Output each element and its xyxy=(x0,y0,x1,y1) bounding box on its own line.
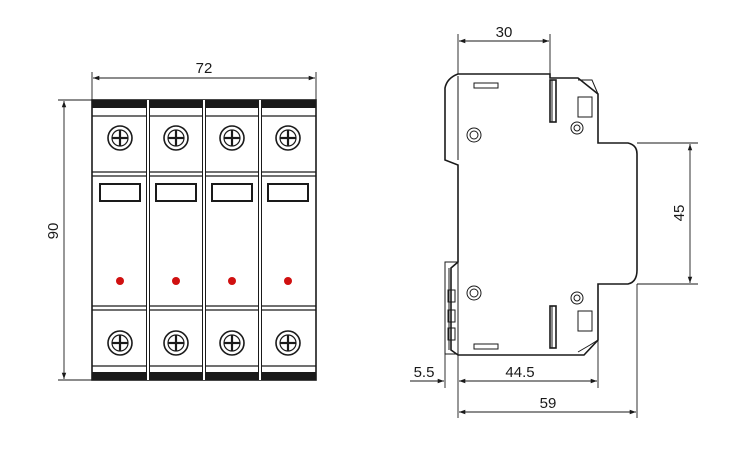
top-terminal-plate xyxy=(549,79,557,123)
pole-4-top-screw-icon xyxy=(275,125,301,151)
top-slot xyxy=(473,82,499,89)
pole-3-indicator xyxy=(228,277,236,285)
dimension-top-depth: 30 xyxy=(457,24,551,74)
pole-4-indicator xyxy=(284,277,292,285)
dimension-rail-height-label: 45 xyxy=(671,205,688,222)
bottom-terminal-window xyxy=(577,310,593,332)
dimension-width-label: 72 xyxy=(196,60,213,77)
pole-1-top-screw-icon xyxy=(107,125,133,151)
dimension-clip-offset-label: 5.5 xyxy=(414,364,435,381)
dimension-total-depth-label: 59 xyxy=(540,395,557,412)
dimension-width: 72 xyxy=(91,60,317,100)
pole-2-bottom-screw-icon xyxy=(163,330,189,356)
dimension-clip-body: 5.5 44.5 xyxy=(410,340,599,388)
dimension-rail-height: 45 xyxy=(637,142,698,285)
pole-3-top-screw-icon xyxy=(219,125,245,151)
dimension-height-label: 90 xyxy=(45,223,62,240)
pole-1-window xyxy=(99,183,141,202)
side-view: 30 45 5.5 44.5 59 xyxy=(410,24,698,418)
pole-3-bottom-screw-icon xyxy=(219,330,245,356)
pole-1-bottom-screw-icon xyxy=(107,330,133,356)
dimension-total-depth: 59 xyxy=(457,284,638,418)
pole-2-top-screw-icon xyxy=(163,125,189,151)
front-view: 72 90 xyxy=(45,60,317,381)
pole-3-window xyxy=(211,183,253,202)
pole-4-bottom-screw-icon xyxy=(275,330,301,356)
pole-1-indicator xyxy=(116,277,124,285)
pole-2-indicator xyxy=(172,277,180,285)
dimension-body-depth-label: 44.5 xyxy=(505,364,534,381)
side-screw-bottom xyxy=(466,285,482,301)
side-screw-top xyxy=(466,127,482,143)
dimension-height: 90 xyxy=(45,99,92,381)
bottom-terminal-screw xyxy=(570,291,584,305)
pole-2-window xyxy=(155,183,197,202)
dimension-top-depth-label: 30 xyxy=(496,24,513,41)
top-terminal-window xyxy=(577,96,593,118)
bottom-slot xyxy=(473,343,499,350)
pole-4-window xyxy=(267,183,309,202)
din-rail-clip xyxy=(444,261,459,355)
pole-modules xyxy=(91,99,317,381)
top-terminal-screw xyxy=(570,121,584,135)
side-body-outline xyxy=(444,73,638,356)
bottom-terminal-plate xyxy=(549,305,557,349)
